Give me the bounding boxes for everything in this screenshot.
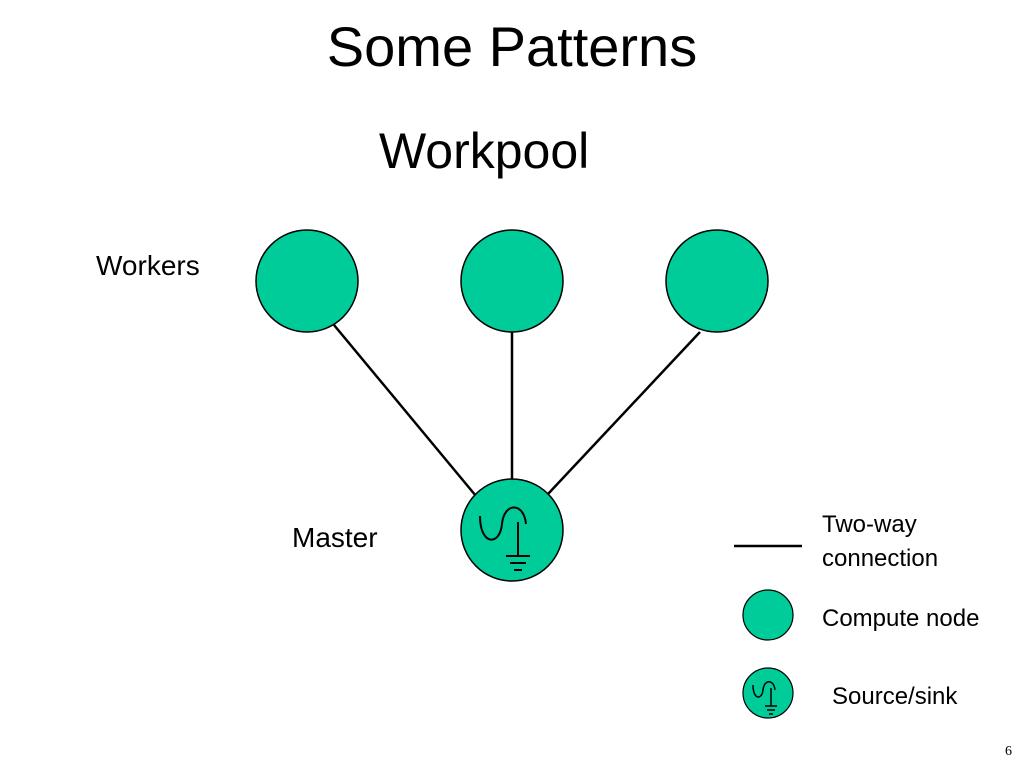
legend-compute-node [742,589,794,641]
slide-title: Some Patterns [326,15,698,78]
legend-connection-label-line2: connection [822,544,939,572]
edge-worker-1-master [333,324,477,497]
legend-source-sink-label: Source/sink [832,683,958,710]
page-number: 6 [1005,744,1012,759]
slide-subtitle: Workpool [379,123,590,179]
legend-source-sink-icon [752,681,777,715]
legend-source-sink-node [742,667,794,719]
worker-node-3 [665,229,769,333]
source-sink-icon [479,506,530,571]
legend-connection-label: Two-way connection [822,508,938,575]
workers-label: Workers [96,250,200,281]
master-label: Master [292,522,378,553]
legend-connection-label-line1: Two-way [822,511,917,538]
worker-node-2 [460,229,564,333]
worker-node-1 [255,229,359,333]
master-node [460,478,564,582]
legend-compute-node-label: Compute node [822,605,980,632]
edge-worker-3-master [547,331,701,495]
